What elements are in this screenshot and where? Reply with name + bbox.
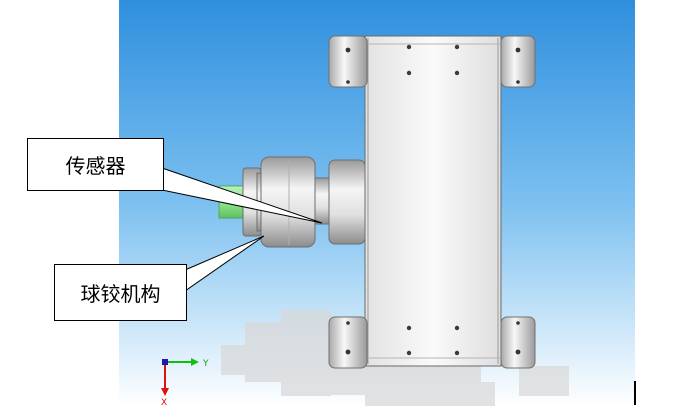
model-view: Y X [119, 0, 635, 406]
base-plate [364, 35, 502, 367]
coordinate-triad: Y X [161, 358, 209, 406]
triad-y-arrow [191, 358, 199, 366]
sensor-label: 传感器 [65, 154, 126, 178]
wheel-bottom-right [500, 316, 536, 369]
ball-joint-callout: 球铰机构 [54, 264, 187, 321]
sensor-callout: 传感器 [27, 138, 164, 191]
wheel-top-left [328, 35, 368, 88]
mount-flange [328, 159, 366, 245]
wheel-top-right [500, 35, 536, 88]
triad-z-marker [162, 359, 168, 365]
triad-y-label: Y [202, 359, 209, 369]
ball-joint-label: 球铰机构 [80, 282, 161, 306]
triad-x-arrow [161, 388, 169, 396]
triad-x-label: X [161, 398, 167, 406]
text-cursor [634, 381, 636, 405]
plate-holes [406, 44, 460, 356]
wheel-bottom-left [328, 316, 368, 369]
cad-viewport[interactable]: Y X [119, 0, 635, 406]
